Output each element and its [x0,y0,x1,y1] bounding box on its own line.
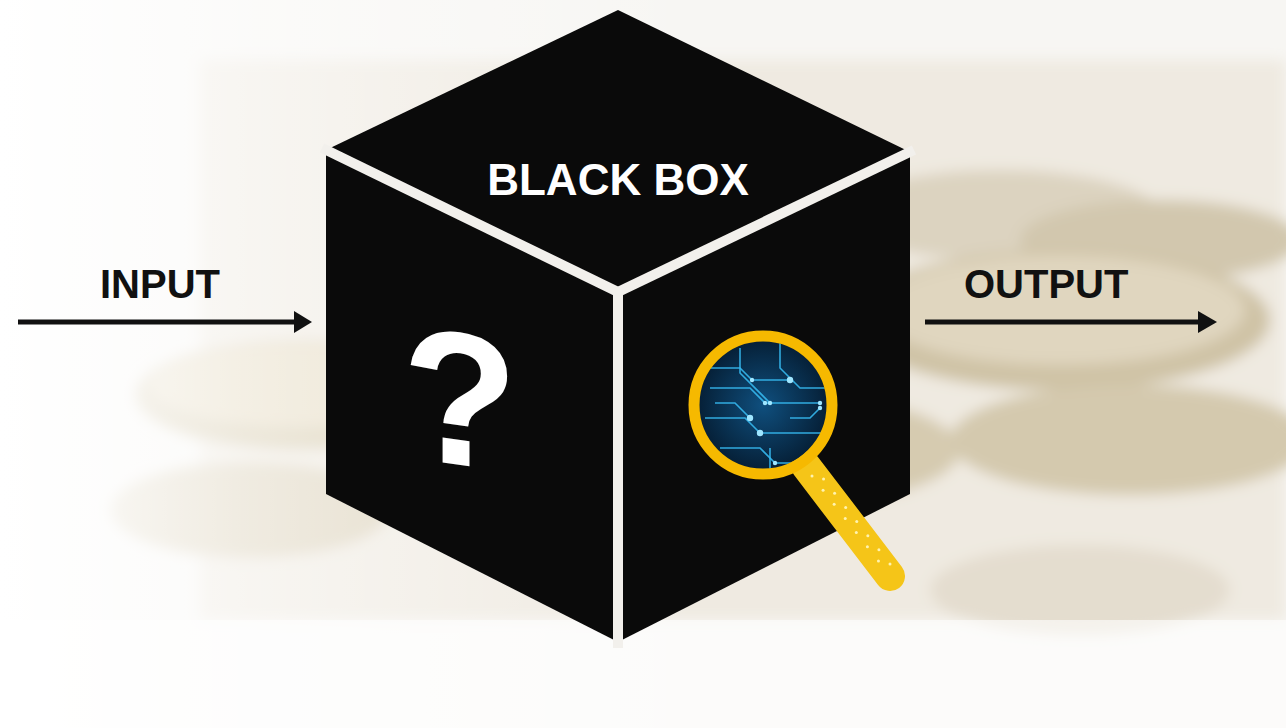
magnifier-lens [699,341,827,469]
magnifying-glass [694,336,892,576]
input-arrowhead [294,311,312,333]
output-arrow-line [925,320,1200,325]
handle-dot [866,534,869,537]
handle-dot [866,545,869,548]
circuit-trace [710,388,820,403]
handle-dot [855,520,858,523]
handle-dot [844,517,847,520]
input-arrow-line [18,320,296,325]
circuit-node [787,377,793,383]
handle-dot [822,478,825,481]
circuit-node [818,401,822,405]
handle-dot [877,559,880,562]
handle-dot [877,548,880,551]
handle-dot [833,503,836,506]
circuit-node [768,401,772,405]
handle-dot [844,506,847,509]
handle-dot [822,489,825,492]
question-mark: ? [360,290,560,508]
circuit-node [750,378,754,382]
black-box-cube: BLACK BOX? [320,8,916,648]
magnifier-ring [694,336,832,474]
flow-label: OUTPUT [964,264,1128,304]
circuit-node [757,430,763,436]
circuit-trace [790,408,820,418]
circuit-node [818,406,822,410]
magnifier-handle [806,466,890,576]
circuit-trace [740,348,770,403]
handle-dot [855,531,858,534]
handle-dot [889,563,892,566]
handle-dot [833,492,836,495]
flow-label: INPUT [100,264,220,304]
circuit-trace [715,403,750,418]
circuit-node [747,415,753,421]
output-arrowhead [1198,311,1217,333]
cube-edge-gap [613,292,623,648]
handle-dot [811,475,814,478]
cube-title: BLACK BOX [320,158,916,202]
circuit-trace [705,418,825,433]
circuit-node [773,461,777,465]
circuit-node [763,401,767,405]
